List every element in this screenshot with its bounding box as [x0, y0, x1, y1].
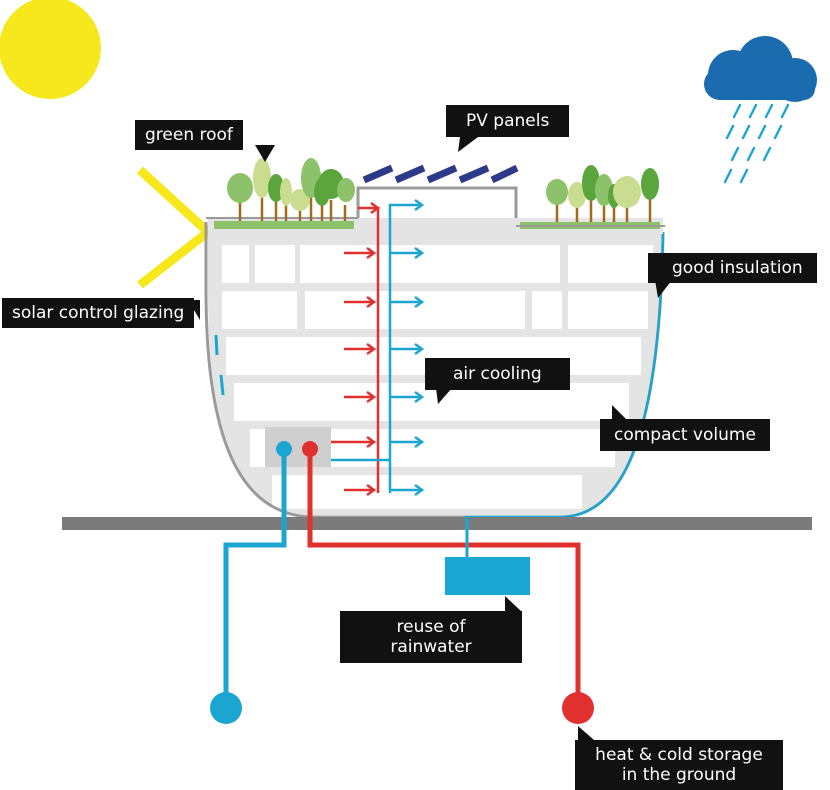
- label-ground-storage-line2: in the ground: [621, 765, 737, 785]
- sun-icon: [0, 0, 101, 99]
- label-good-insulation: good insulation: [648, 253, 817, 283]
- cold-storage-well: [210, 692, 242, 724]
- ground-pipes: [223, 450, 581, 700]
- label-ground-storage: heat & cold storage in the ground: [575, 740, 783, 790]
- label-solar-control-glazing: solar control glazing: [2, 298, 195, 328]
- air-ducts: [330, 198, 425, 497]
- roof: [206, 186, 665, 234]
- heat-storage-well: [562, 692, 594, 724]
- heat-pump-red-connector: [302, 441, 318, 457]
- tree-icon: [546, 165, 659, 222]
- ground-line: [62, 517, 812, 530]
- heat-pump-blue-connector: [276, 441, 292, 457]
- rainwater-tank: [445, 557, 530, 595]
- tree-icon: [227, 158, 355, 221]
- label-compact-volume: compact volume: [600, 419, 770, 451]
- label-reuse-rainwater-line1: reuse of: [396, 617, 466, 637]
- heat-exchanger-unit: [265, 427, 331, 467]
- pv-panel-icon: [362, 164, 519, 184]
- rain-cloud-icon: [704, 36, 817, 184]
- label-pv-panels: PV panels: [446, 105, 570, 137]
- label-green-roof: green roof: [135, 120, 243, 150]
- label-reuse-rainwater-line2: rainwater: [390, 637, 472, 657]
- label-air-cooling: air cooling: [425, 358, 570, 390]
- label-reuse-rainwater: reuse of rainwater: [340, 611, 522, 663]
- label-pointers: [188, 137, 672, 740]
- label-ground-storage-line1: heat & cold storage: [595, 745, 763, 765]
